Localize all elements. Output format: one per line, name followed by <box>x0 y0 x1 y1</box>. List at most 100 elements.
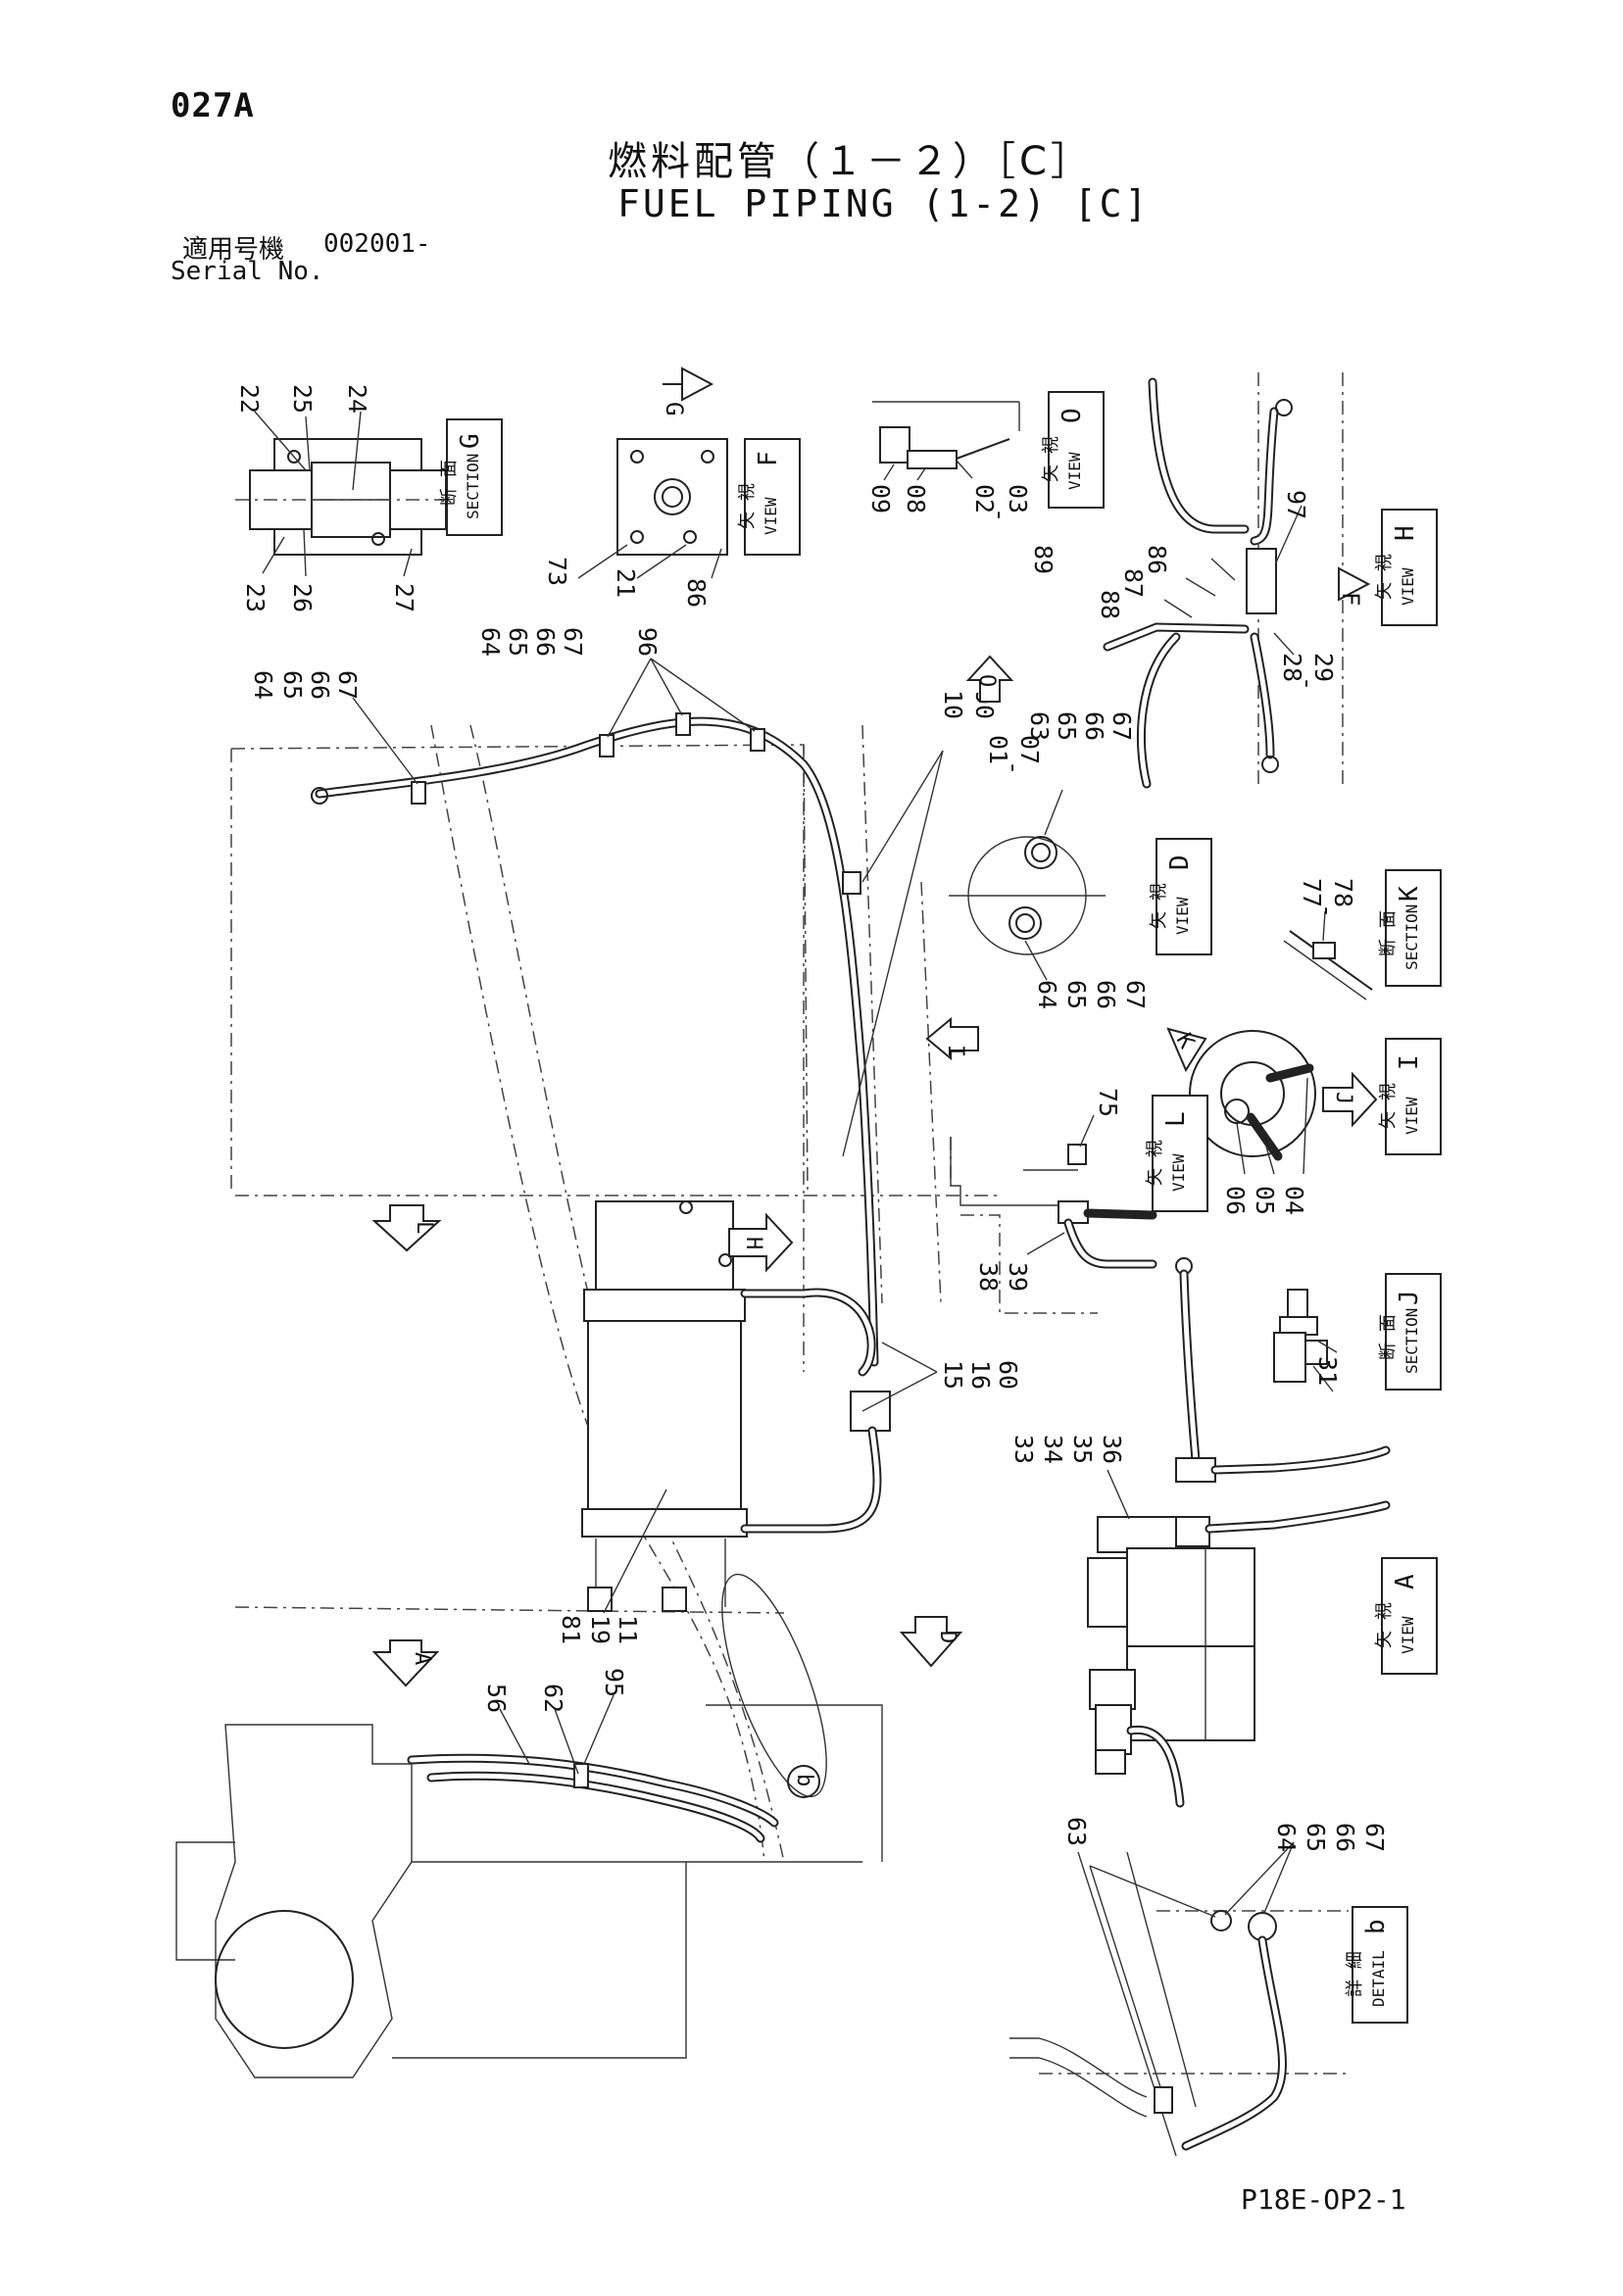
callout: 24 <box>343 384 371 414</box>
main-assembly <box>175 712 1098 2078</box>
label-en: SECTION <box>1402 904 1421 970</box>
title-japanese: 燃料配管（１－２）［C］ <box>608 139 1094 184</box>
callout: 01 <box>984 735 1012 764</box>
view-i-detail <box>1166 1027 1378 1175</box>
callout: 31 <box>1313 1356 1342 1386</box>
view-l-callouts: 75 38 39 <box>974 1088 1122 1292</box>
arrow-b-letter: b <box>792 1774 816 1786</box>
label-letter: A <box>1391 1574 1420 1589</box>
section-g-callouts: 22 25 24 23 26 27 <box>235 384 418 612</box>
section-k-callouts: 77 - 78 <box>1298 878 1357 918</box>
view-a-callouts: 33 34 35 36 <box>1009 1435 1126 1464</box>
main-leaders <box>352 658 944 1775</box>
section-j-detail <box>1273 1289 1338 1392</box>
callout: 29 <box>1309 653 1338 682</box>
view-i-label: 矢 視 VIEW I <box>1378 1038 1442 1155</box>
callout: 04 <box>1280 1186 1308 1215</box>
callout: 65 <box>1053 711 1081 741</box>
label-letter: G <box>456 433 485 449</box>
callout: 63 <box>1062 1817 1091 1846</box>
detail-b-detail <box>1009 1841 1349 2157</box>
detail-b-label: 詳 細 DETAIL b <box>1345 1906 1408 2024</box>
view-l-label: 矢 視 VIEW L <box>1145 1095 1208 1212</box>
label-en: VIEW <box>762 497 780 535</box>
callout: 66 <box>306 670 334 700</box>
callout: 89 <box>1029 545 1057 574</box>
view-l-detail <box>950 1114 1157 1269</box>
label-en: VIEW <box>1173 897 1192 935</box>
view-f-detail: G <box>577 366 728 579</box>
label-ja: 矢 視 <box>1374 1602 1395 1648</box>
serial-label-english: Serial No. <box>171 257 324 286</box>
callout: 87 <box>1119 568 1148 598</box>
label-ja: 詳 細 <box>1345 1951 1365 1997</box>
callout: 26 <box>288 583 317 612</box>
arrow-i-letter: I <box>943 1045 967 1057</box>
label-letter: F <box>754 451 783 466</box>
view-h-detail <box>1103 372 1371 789</box>
section-k-label: 断 面 SECTION K <box>1378 869 1442 987</box>
label-letter: H <box>1391 525 1420 541</box>
callout: 65 <box>504 627 532 657</box>
callout: 35 <box>1068 1435 1097 1464</box>
view-o-callouts: 09 08 02 - 03 <box>866 484 1032 522</box>
callout: 67 <box>1107 711 1136 741</box>
callout: 23 <box>241 583 270 612</box>
view-d-label: 矢 視 VIEW D <box>1149 838 1212 955</box>
label-ja: 矢 視 <box>737 483 758 529</box>
view-f-label: 矢 視 VIEW F <box>737 438 801 556</box>
view-i-callouts: 06 05 04 <box>1221 1186 1308 1215</box>
arrow-a-letter: A <box>410 1652 434 1665</box>
callout: 73 <box>543 557 571 586</box>
callout: 77 <box>1298 878 1326 907</box>
title-english: FUEL PIPING (1-2) [C] <box>617 182 1151 225</box>
callout: 65 <box>1302 1823 1330 1852</box>
label-letter: D <box>1165 855 1195 870</box>
label-ja: 断 面 <box>439 460 460 506</box>
label-en: SECTION <box>464 454 482 519</box>
label-en: VIEW <box>1399 1616 1417 1654</box>
label-en: SECTION <box>1402 1308 1421 1374</box>
callout: - <box>986 508 1014 522</box>
callout: - <box>1313 904 1342 918</box>
callout: 66 <box>1331 1823 1359 1852</box>
section-g-detail <box>235 411 461 577</box>
callout: 78 <box>1329 878 1357 907</box>
callout: 97 <box>1282 490 1310 519</box>
section-j-label: 断 面 SECTION J <box>1378 1273 1442 1391</box>
callout: 64 <box>1272 1823 1301 1852</box>
callout: 60 <box>994 1360 1022 1390</box>
callout: 09 <box>866 484 895 513</box>
callout: 67 <box>333 670 362 700</box>
main-view-arrows: O I L H A D b <box>371 655 1014 1798</box>
callout: 86 <box>682 578 711 608</box>
callout: 25 <box>288 384 317 414</box>
callout: 64 <box>249 670 277 700</box>
label-letter: b <box>1361 1919 1391 1934</box>
page-id: 027A <box>171 86 255 125</box>
callout: 65 <box>278 670 307 700</box>
arrow-g-letter: G <box>661 402 688 415</box>
callout: - <box>1294 676 1322 691</box>
callout: 63 <box>1025 711 1054 741</box>
callout: 75 <box>1094 1088 1122 1117</box>
callout: 07 <box>1015 735 1044 764</box>
callout: 67 <box>1121 980 1150 1009</box>
callout: 64 <box>1033 980 1061 1009</box>
callout: 66 <box>531 627 560 657</box>
arrow-f-letter: F <box>1337 592 1364 606</box>
label-en: VIEW <box>1402 1097 1421 1135</box>
callout: 21 <box>612 568 640 598</box>
callout: 36 <box>1098 1435 1126 1464</box>
label-letter: L <box>1161 1111 1191 1127</box>
callout: 05 <box>1251 1186 1279 1215</box>
detail-b-callouts: 63 64 65 66 67 <box>1062 1817 1389 1852</box>
callout: 16 <box>966 1360 995 1390</box>
arrow-l-letter: L <box>412 1221 436 1234</box>
callout: 95 <box>600 1668 628 1697</box>
view-d-callouts: 63 65 66 67 64 65 66 67 <box>1025 711 1150 1009</box>
label-en: VIEW <box>1065 452 1084 490</box>
label-ja: 矢 視 <box>1374 554 1395 600</box>
callout: 33 <box>1009 1435 1038 1464</box>
callout: 96 <box>633 627 662 657</box>
